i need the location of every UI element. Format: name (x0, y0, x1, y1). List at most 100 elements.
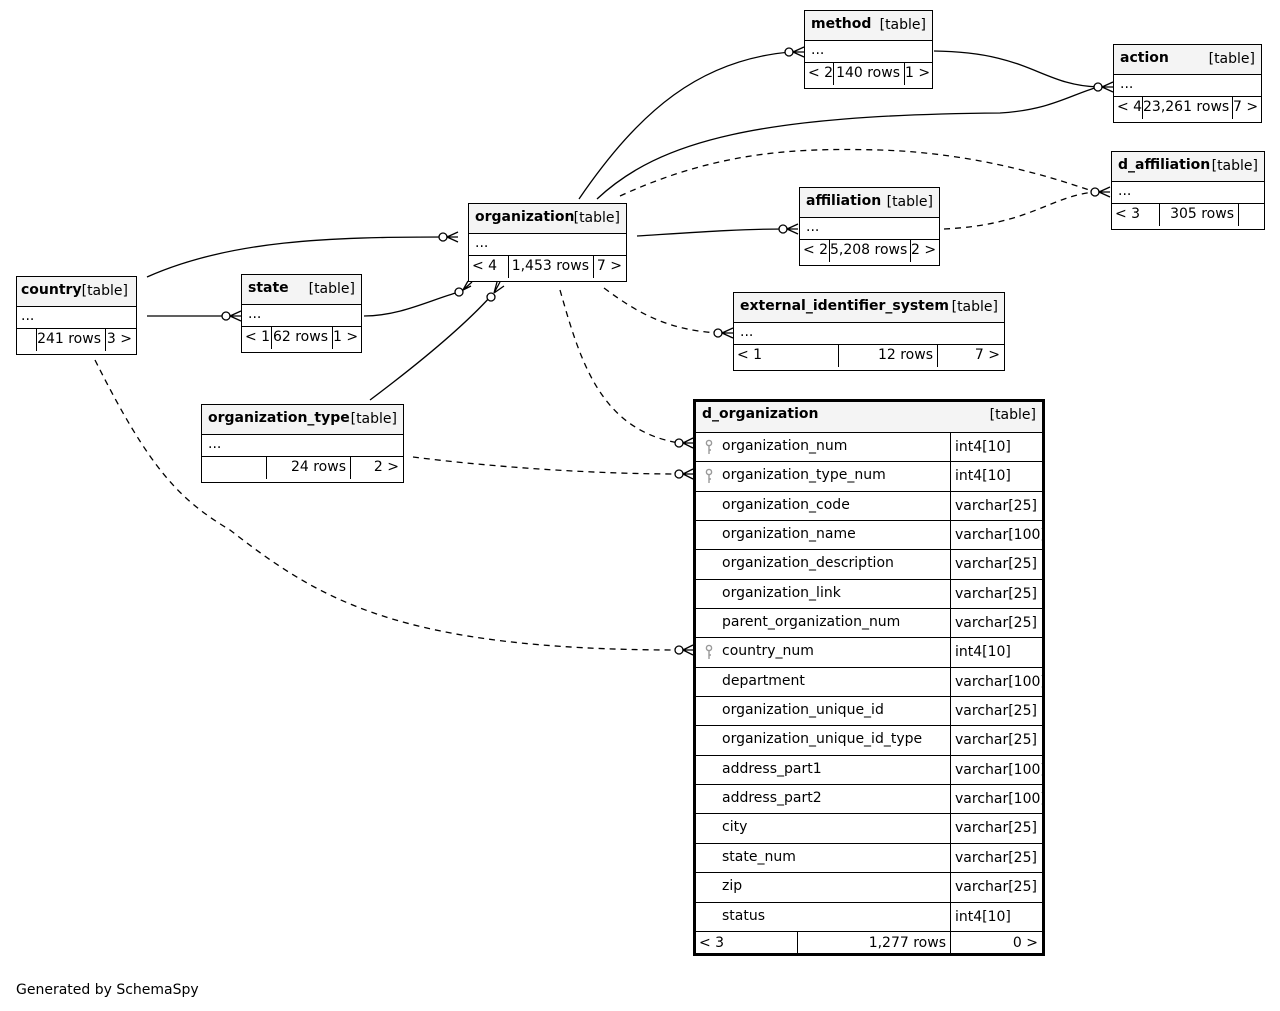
children-count[interactable]: 2 > (910, 240, 939, 262)
edge-orgtype-organization (369, 295, 492, 401)
table-kind: [table] (1208, 51, 1255, 67)
edge-organization-d_organization (559, 289, 680, 444)
parents-count[interactable]: < 4 (1117, 99, 1143, 115)
table-name[interactable]: action (1120, 50, 1169, 66)
table-header: country [table] (17, 277, 136, 307)
table-action[interactable]: action [table] ... < 4 23,261 rows 7 > (1113, 44, 1262, 123)
edge-organization-d_affiliation (619, 148, 1096, 197)
column-name: address_part2 (722, 790, 822, 807)
crowfoot-d_org-1 (682, 437, 694, 449)
edge-country-d_organization (94, 359, 680, 651)
table-name[interactable]: d_organization (702, 406, 819, 422)
table-header: organization [table] (469, 204, 626, 234)
column-name: parent_organization_num (722, 614, 901, 631)
parents-count[interactable]: < 1 (245, 329, 271, 345)
crowfoot-organization-bottom (493, 281, 505, 294)
column-name: city (722, 819, 748, 836)
table-name[interactable]: affiliation (806, 193, 882, 209)
children-count[interactable]: 0 > (950, 931, 1042, 955)
children-count[interactable]: 1 > (332, 327, 361, 349)
row-count: 1,277 rows (797, 931, 950, 955)
edge-organization-affiliation (636, 228, 785, 237)
crowfoot-action (1101, 81, 1114, 93)
edge-orgtype-d_organization (412, 456, 680, 475)
crowfoot-circle-organization-top (438, 232, 448, 242)
table-name[interactable]: organization (475, 209, 575, 225)
table-footer: < 1 62 rows 1 > (242, 327, 361, 349)
table-d_affiliation[interactable]: d_affiliation [table] ... < 3 305 rows (1111, 151, 1265, 230)
parents-count[interactable] (17, 329, 36, 351)
column-type: int4[10] (950, 462, 1042, 491)
table-footer: < 4 1,453 rows 7 > (469, 256, 626, 278)
table-name[interactable]: country (21, 282, 82, 298)
parents-count[interactable] (202, 457, 266, 479)
children-count[interactable]: 7 > (593, 256, 626, 278)
crowfoot-circle-method (784, 47, 794, 57)
row-count: 1,453 rows (508, 256, 593, 278)
table-name[interactable]: d_affiliation (1118, 157, 1211, 173)
table-name[interactable]: organization_type (208, 410, 350, 426)
children-count[interactable]: 7 > (937, 345, 1004, 367)
column-type: int4[10] (950, 902, 1042, 931)
crowfoot-circle-d_affiliation (1090, 187, 1100, 197)
table-state[interactable]: state [table] ... < 1 62 rows 1 > (241, 274, 362, 353)
parents-count[interactable]: < 3 (1115, 206, 1141, 222)
parents-count[interactable]: < 3 (699, 934, 725, 951)
children-count[interactable]: 7 > (1232, 97, 1261, 119)
children-count[interactable] (1238, 204, 1264, 226)
table-header: state [table] (242, 275, 361, 305)
table-method[interactable]: method [table] ... < 2 140 rows 1 > (804, 10, 933, 89)
table-name[interactable]: external_identifier_system (740, 298, 949, 314)
column-name: organization_link (722, 584, 841, 601)
crowfoot-d_org-3 (682, 644, 694, 656)
column-name: department (722, 672, 805, 689)
table-organization_type[interactable]: organization_type [table] ... 24 rows 2 … (201, 404, 404, 483)
crowfoot-circle-d_org-1 (674, 438, 684, 448)
table-name[interactable]: method (811, 16, 872, 32)
table-header: d_affiliation [table] (1112, 152, 1264, 182)
children-count[interactable]: 3 > (105, 329, 136, 351)
parents-count[interactable]: < 4 (472, 258, 498, 274)
crowfoot-circle-state (221, 311, 231, 321)
table-footer: 24 rows 2 > (202, 457, 403, 479)
crowfoot-organization-top (446, 231, 459, 243)
children-count[interactable]: 1 > (904, 63, 932, 85)
column-name: organization_name (722, 526, 856, 543)
table-name[interactable]: state (248, 280, 289, 296)
crowfoot-state (229, 310, 242, 322)
parents-count[interactable]: < 1 (737, 347, 763, 363)
crowfoot-circle-d_org-2 (674, 469, 684, 479)
table-body: ... (805, 41, 932, 63)
table-body: ... (202, 435, 403, 457)
table-country[interactable]: country [table] ... 241 rows 3 > (16, 276, 137, 355)
children-count[interactable]: 2 > (350, 457, 403, 479)
generated-by-credit: Generated by SchemaSpy (16, 982, 199, 998)
row-count: 5,208 rows (829, 240, 910, 262)
table-footer: < 4 23,261 rows 7 > (1114, 97, 1261, 119)
parents-count[interactable]: < 2 (803, 242, 829, 258)
parents-count[interactable]: < 2 (808, 65, 834, 81)
row-count: 305 rows (1159, 204, 1238, 226)
table-organization[interactable]: organization [table] ... < 4 1,453 rows … (468, 203, 627, 282)
column-name: country_num (722, 643, 814, 660)
table-affiliation[interactable]: affiliation [table] ... < 2 5,208 rows 2… (799, 187, 940, 266)
table-external_identifier_system[interactable]: external_identifier_system [table] ... <… (733, 292, 1005, 371)
